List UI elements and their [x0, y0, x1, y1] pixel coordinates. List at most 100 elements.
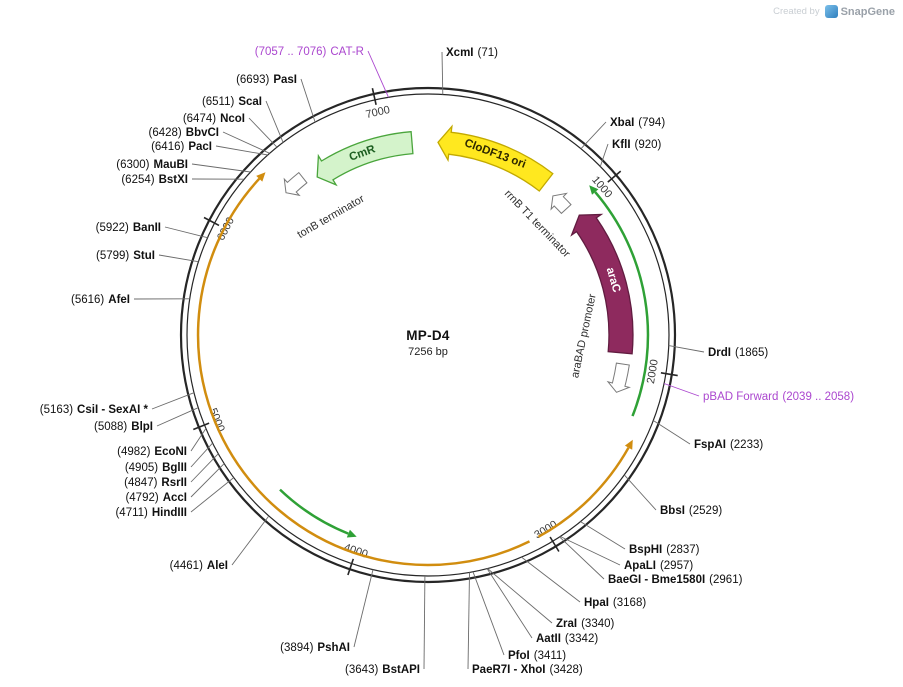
leader-line-scai: [265, 100, 284, 143]
plasmid-name: MP-D4: [406, 328, 450, 343]
enzyme-label-rsrii: (4847)RsrII: [124, 477, 187, 489]
enzyme-label-paci: (6416)PacI: [151, 141, 212, 153]
leader-line-drdi: [668, 345, 705, 353]
leader-line-pasi: [300, 78, 316, 123]
enzyme-label-banii: (5922)BanII: [96, 222, 161, 234]
enzyme-label-stui: (5799)StuI: [96, 250, 155, 262]
leader-line-paer7i-xhoi: [467, 572, 470, 670]
leader-line-paci: [215, 145, 268, 156]
plasmid-size: 7256 bp: [408, 346, 448, 358]
enzyme-label-bstxi: (6254)BstXI: [121, 174, 188, 186]
enzyme-label-bsphi: BspHI(2837): [629, 544, 700, 556]
enzyme-label-ncoi: (6474)NcoI: [183, 113, 245, 125]
leader-line-pshai: [353, 569, 374, 648]
enzyme-label-drdi: DrdI(1865): [708, 347, 768, 359]
arc-orf-large: [196, 177, 531, 567]
inner-label-tonb-terminator: tonB terminator: [295, 193, 366, 241]
leader-line-csii-sexai: [151, 392, 195, 410]
inner-label-arabad-promoter: araBAD promoter: [569, 293, 599, 380]
enzyme-label-xbai: XbaI(794): [610, 117, 665, 129]
leader-line-bstapi: [423, 575, 426, 670]
arc-gene-right: [594, 191, 650, 417]
plasmid-title-block: MP-D4 7256 bp: [406, 328, 450, 358]
enzyme-label-econi: (4982)EcoNI: [117, 446, 187, 458]
tick-mark-6000: [203, 216, 220, 227]
enzyme-label-acci: (4792)AccI: [125, 492, 187, 504]
watermark-created-by: Created by: [773, 6, 820, 17]
leader-line-xbai: [580, 121, 607, 150]
enzyme-label-xcmi: XcmI(71): [446, 47, 498, 59]
leader-line-stui: [158, 254, 199, 263]
enzyme-label-hindiii: (4711)HindIII: [115, 507, 187, 519]
arc-arrowhead-orf-large: [256, 172, 266, 182]
arc-gene-bottom-left: [279, 488, 349, 535]
leader-line-bglii: [190, 442, 213, 468]
feature-arac: [570, 213, 634, 355]
leader-line-pfoi: [472, 571, 505, 656]
enzyme-label-baegi-bme1580i: BaeGI - Bme1580I(2961): [608, 574, 743, 586]
enzyme-label-csii-sexai: (5163)CsiI - SexAI *: [40, 404, 149, 416]
enzyme-label-afei: (5616)AfeI: [71, 294, 130, 306]
enzyme-label-pshai: (3894)PshAI: [280, 642, 350, 654]
leader-line-apali: [560, 536, 621, 566]
leader-line-maubi: [191, 163, 251, 173]
leader-line-fspai: [653, 420, 691, 445]
leader-line-blpi: [156, 407, 199, 427]
enzyme-label-paer7i-xhoi: PaeR7I - XhoI(3428): [472, 664, 583, 676]
tick-mark-1000: [607, 170, 622, 183]
feature-clodf13-ori: [437, 124, 554, 192]
enzyme-label-alei: (4461)AleI: [170, 560, 228, 572]
leader-line-bsphi: [580, 521, 626, 550]
leader-line-bbsi: [623, 474, 657, 511]
watermark-brand: SnapGene: [840, 5, 895, 18]
enzyme-label-bstapi: (3643)BstAPI: [345, 664, 420, 676]
enzyme-label-kfli: KflI(920): [612, 139, 662, 151]
plasmid-backbone-outer-ring: [179, 86, 677, 584]
leader-line-zrai: [487, 568, 553, 624]
enzyme-label-blpi: (5088)BlpI: [94, 421, 153, 433]
arc-arrowhead-gene-bottom-left: [346, 529, 357, 538]
mini-arrow-tonb-terminator: [283, 171, 308, 197]
enzyme-label-bglii: (4905)BglII: [125, 462, 187, 474]
tick-label-7000: 7000: [365, 104, 392, 121]
tick-label-2000: 2000: [645, 359, 661, 385]
tick-mark-5000: [192, 422, 210, 431]
leader-line-bbvci: [222, 131, 270, 154]
snapgene-logo: SnapGene: [824, 5, 895, 18]
enzyme-label-fspai: FspAI(2233): [694, 439, 763, 451]
enzyme-label-apali: ApaLI(2957): [624, 560, 693, 572]
enzyme-label-zrai: ZraI(3340): [556, 618, 615, 630]
tick-mark-4000: [347, 558, 355, 576]
feature-cmr: [316, 130, 414, 187]
enzyme-label-pasi: (6693)PasI: [236, 74, 297, 86]
arc-arrowhead-orf-small: [624, 439, 633, 450]
tick-label-3000: 3000: [532, 519, 559, 542]
tick-mark-7000: [371, 88, 377, 105]
snapgene-logo-icon: [824, 5, 838, 18]
leader-line-kfli: [599, 143, 609, 167]
enzyme-label-maubi: (6300)MauBI: [116, 159, 188, 171]
leader-line-ncoi: [248, 117, 278, 148]
primer-label-cat-r: (7057 .. 7076)CAT-R: [255, 46, 364, 58]
leader-line-xcmi: [441, 51, 444, 95]
leader-line-acci: [190, 463, 225, 498]
leader-line-aatii: [486, 568, 533, 639]
plasmid-backbone-inner-ring: [186, 93, 670, 577]
enzyme-label-aatii: AatII(3342): [536, 633, 598, 645]
leader-line-pbad-forward: [663, 383, 700, 397]
leader-line-econi: [190, 428, 207, 452]
enzyme-label-bbvci: (6428)BbvCI: [149, 127, 219, 139]
tick-mark-3000: [549, 536, 560, 552]
tick-mark-2000: [660, 372, 678, 377]
leader-line-baegi-bme1580i: [559, 536, 605, 580]
enzyme-label-pfoi: PfoI(3411): [508, 650, 566, 662]
leader-line-hindiii: [190, 477, 234, 513]
arc-orf-small: [537, 447, 630, 538]
leader-line-alei: [231, 515, 270, 566]
snapgene-watermark: Created by SnapGene: [773, 5, 895, 18]
enzyme-label-bbsi: BbsI(2529): [660, 505, 722, 517]
enzyme-label-scai: (6511)ScaI: [202, 96, 262, 108]
leader-line-rsrii: [190, 453, 219, 483]
